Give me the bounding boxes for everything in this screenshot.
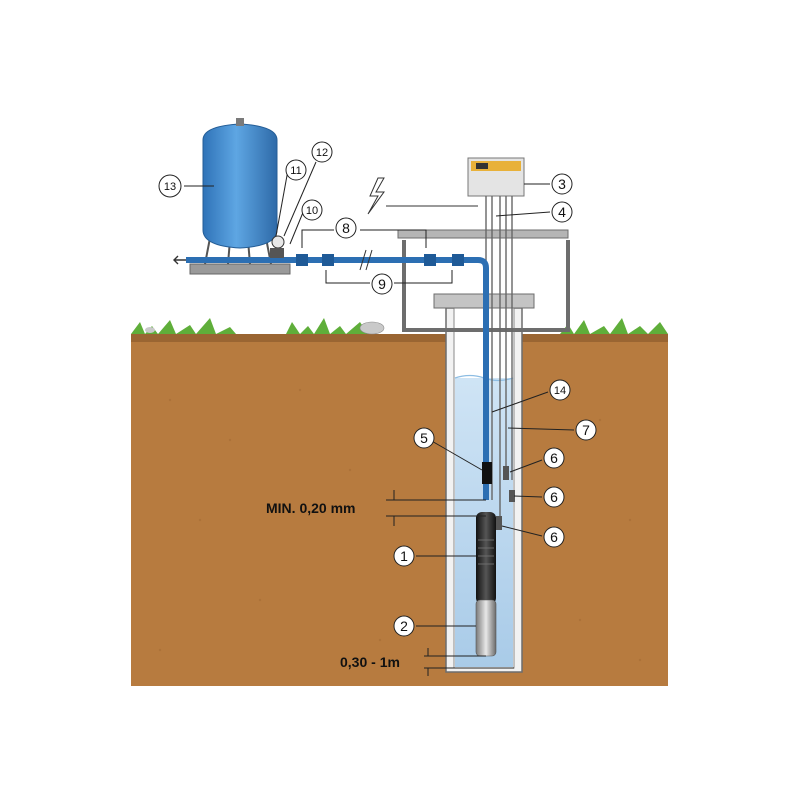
callout-14: 14 [549, 379, 571, 401]
pressure-tank [202, 123, 278, 249]
callout-11-label: 11 [290, 165, 301, 177]
bottom-gap-label: 0,30 - 1m [340, 654, 400, 670]
callout-6a: 6 [543, 447, 565, 469]
callout-2-label: 2 [400, 618, 408, 634]
check-valve [482, 462, 492, 484]
callout-4: 4 [551, 201, 573, 223]
callout-7-label: 7 [582, 422, 590, 438]
pipe-break-mark [359, 249, 373, 271]
tank-base [189, 263, 291, 275]
min-gap-dimension [386, 490, 486, 526]
control-box-display [476, 163, 488, 169]
tank-valve [236, 118, 244, 126]
stone [145, 327, 155, 333]
callout-6b-label: 6 [550, 489, 558, 505]
callout-8-label: 8 [342, 220, 350, 236]
pit-cover [397, 229, 569, 239]
callout-6b: 6 [543, 486, 565, 508]
callout-1: 1 [393, 545, 415, 567]
callout-2: 2 [393, 615, 415, 637]
callout-13: 13 [158, 174, 182, 198]
delivery-pipe [186, 257, 489, 500]
callout-12-label: 12 [316, 147, 328, 159]
pipe-fittings [296, 254, 464, 266]
stone [359, 321, 385, 335]
callout-leaders [184, 161, 575, 627]
callout-3-label: 3 [558, 176, 566, 192]
callout-8: 8 [335, 217, 357, 239]
soil-top-band [131, 334, 668, 342]
callout-6a-label: 6 [550, 450, 558, 466]
level-electrodes [496, 466, 515, 530]
pressure-gauge [271, 235, 285, 249]
callout-6c-label: 6 [550, 529, 558, 545]
lightning-icon [367, 177, 385, 215]
min-gap-label: MIN. 0,20 mm [266, 500, 355, 516]
callout-4-label: 4 [558, 204, 566, 220]
callout-9-label: 9 [378, 276, 386, 292]
callout-7: 7 [575, 419, 597, 441]
callout-3: 3 [551, 173, 573, 195]
callout-11: 11 [285, 159, 307, 181]
callout-1-label: 1 [400, 548, 408, 564]
pump-body [475, 599, 497, 657]
callout-6c: 6 [543, 526, 565, 548]
pump-motor [476, 512, 496, 604]
pressure-switch [270, 248, 284, 258]
soil-texture [158, 388, 642, 662]
grass [131, 318, 668, 334]
bottom-gap-dimension [424, 648, 514, 676]
callout-12: 12 [311, 141, 333, 163]
callout-10: 10 [301, 199, 323, 221]
control-box-panel [471, 161, 521, 171]
callout-9: 9 [371, 273, 393, 295]
callout-13-label: 13 [164, 181, 176, 193]
callout-5-label: 5 [420, 430, 428, 446]
pump-intake [478, 539, 494, 565]
outlet-arrow [173, 255, 186, 265]
callout-10-label: 10 [306, 205, 318, 217]
callout-5: 5 [413, 427, 435, 449]
callout-14-label: 14 [554, 385, 566, 397]
